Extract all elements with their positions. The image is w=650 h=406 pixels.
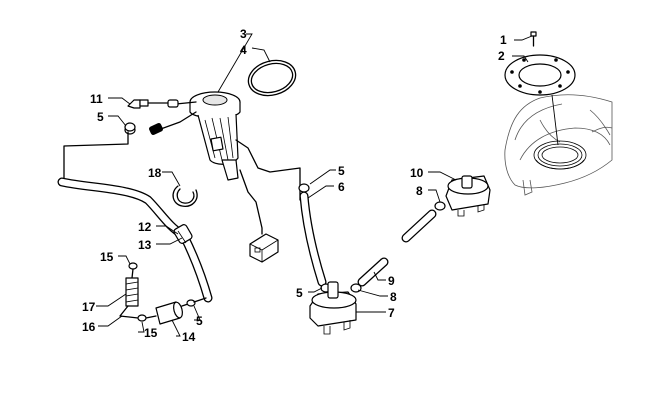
callout-14: 14 xyxy=(182,330,196,344)
callout-17: 17 xyxy=(82,300,96,314)
callout-13: 13 xyxy=(138,238,152,252)
fuel-filter xyxy=(145,297,207,325)
retaining-clip xyxy=(172,185,198,207)
leader-lines xyxy=(96,33,533,337)
callout-2: 2 xyxy=(498,49,505,63)
callout-11: 11 xyxy=(90,92,103,106)
center-fuel-hose xyxy=(298,183,332,293)
callout-18: 18 xyxy=(148,166,162,180)
callout-16: 16 xyxy=(82,320,96,334)
pump-gasket xyxy=(247,59,297,97)
callout-3: 3 xyxy=(240,27,247,41)
callout-5a: 5 xyxy=(97,110,104,124)
callout-15a: 15 xyxy=(100,250,114,264)
right-hose-assembly xyxy=(350,201,446,293)
vent-fitting-cap xyxy=(445,175,491,217)
vent-hose-assembly xyxy=(119,262,147,322)
fitting-base xyxy=(309,281,357,335)
harness-connector xyxy=(249,233,279,263)
mounting-flange xyxy=(504,54,576,146)
callout-5b: 5 xyxy=(338,164,345,178)
callout-8b: 8 xyxy=(390,290,397,304)
hose-clamp-left xyxy=(124,122,136,135)
fuel-line xyxy=(57,131,213,303)
flange-screw xyxy=(530,31,537,47)
callout-12: 12 xyxy=(138,220,152,234)
callout-9: 9 xyxy=(388,274,395,288)
callout-7: 7 xyxy=(388,306,395,320)
fuel-tank-outline xyxy=(504,94,613,196)
callout-4: 4 xyxy=(240,43,247,57)
elbow-fitting xyxy=(127,99,169,109)
callout-10: 10 xyxy=(410,166,424,180)
fuel-pump-assembly xyxy=(149,91,301,235)
callout-15b: 15 xyxy=(144,326,158,340)
callout-5c: 5 xyxy=(296,286,303,300)
callout-6: 6 xyxy=(338,180,345,194)
callout-5d: 5 xyxy=(196,314,203,328)
callout-1: 1 xyxy=(500,33,507,47)
callout-labels: 1 2 3 4 5 5 5 5 6 7 8 8 9 10 11 12 13 14… xyxy=(82,27,507,344)
callout-8a: 8 xyxy=(416,184,423,198)
